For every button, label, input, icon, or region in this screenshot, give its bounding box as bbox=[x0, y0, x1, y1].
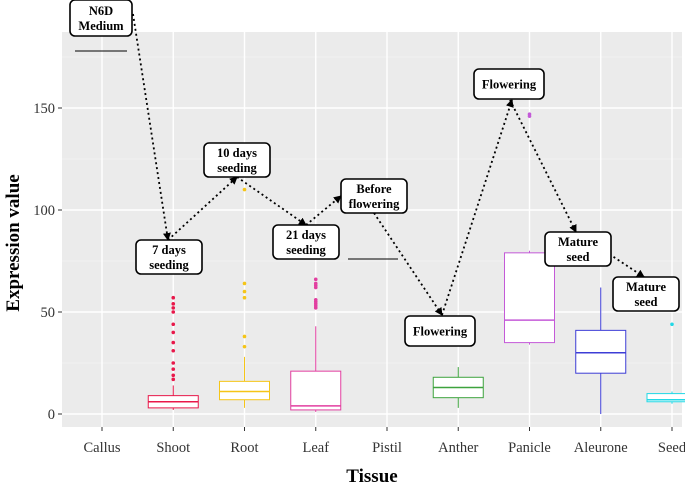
annotation-label: Medium bbox=[78, 19, 124, 33]
x-tick-label: Panicle bbox=[508, 440, 551, 456]
annotation-label: seed bbox=[567, 250, 590, 264]
annotation-label: Before bbox=[356, 182, 392, 196]
x-tick-label: Aleurone bbox=[574, 440, 628, 456]
x-tick-label: Pistil bbox=[372, 440, 402, 456]
outlier-point bbox=[313, 297, 318, 302]
outlier-point bbox=[171, 310, 176, 314]
box-body bbox=[504, 252, 555, 344]
x-axis: Callus Shoot Root Leaf Pistil Anther Panicle Al… bbox=[83, 427, 685, 456]
annotation-label: flowering bbox=[349, 197, 400, 211]
annotation-label: 10 days bbox=[217, 146, 257, 160]
outlier-point bbox=[171, 348, 176, 353]
outlier-point bbox=[171, 330, 176, 335]
annotation-label: seed bbox=[635, 295, 658, 309]
outlier-point bbox=[242, 334, 247, 339]
annotation-label: seeding bbox=[149, 258, 189, 272]
annotation-box bbox=[544, 231, 612, 267]
annotation-box bbox=[135, 239, 203, 275]
outlier-point bbox=[171, 377, 176, 382]
box-aleurone bbox=[575, 287, 627, 414]
box-seed bbox=[646, 322, 685, 404]
box-body bbox=[575, 329, 627, 374]
x-tick-label: Leaf bbox=[302, 440, 329, 456]
y-axis-title: Expression value bbox=[3, 174, 24, 311]
annotation-6: Flowering bbox=[404, 315, 476, 347]
annotation-label: seeding bbox=[217, 161, 257, 175]
connector-arrow bbox=[167, 176, 238, 241]
box-series bbox=[147, 112, 685, 414]
box-shoot bbox=[147, 295, 199, 410]
annotation-box bbox=[473, 68, 545, 100]
outlier-point bbox=[171, 373, 176, 378]
outlier-point bbox=[242, 295, 247, 300]
x-tick-label: Shoot bbox=[156, 440, 190, 456]
y-axis: 0 50 100 150 bbox=[33, 101, 62, 423]
connector-arrow bbox=[373, 212, 443, 316]
outlier-point bbox=[171, 361, 176, 365]
annotation-box bbox=[340, 178, 408, 214]
box-body bbox=[219, 380, 270, 401]
x-tick-label: Root bbox=[230, 440, 258, 456]
box-anther bbox=[432, 367, 484, 408]
annotation-label: 21 days bbox=[286, 228, 326, 242]
box-root bbox=[219, 187, 270, 408]
outlier-point bbox=[171, 340, 176, 345]
y-tick-label: 150 bbox=[33, 101, 55, 117]
outlier-point bbox=[242, 187, 247, 192]
outlier-point bbox=[313, 281, 318, 286]
box-body bbox=[290, 370, 342, 411]
outlier-point bbox=[242, 289, 247, 294]
x-tick-label: Seed bbox=[658, 440, 685, 456]
outlier-point bbox=[171, 367, 176, 371]
outlier-point bbox=[171, 322, 176, 327]
box-panicle bbox=[504, 112, 555, 345]
y-tick-label: 50 bbox=[41, 305, 56, 321]
annotation-label: Flowering bbox=[413, 325, 468, 339]
connector-arrow bbox=[236, 176, 307, 226]
annotation-box bbox=[272, 224, 340, 260]
connector-arrow bbox=[132, 13, 171, 241]
outlier-point bbox=[171, 295, 176, 300]
annotation-label: Flowering bbox=[482, 78, 537, 92]
annotation-box bbox=[404, 315, 476, 347]
annotation-box bbox=[203, 142, 271, 178]
outlier-point bbox=[242, 281, 247, 286]
y-tick-label: 0 bbox=[48, 407, 55, 423]
annotation-label: Mature bbox=[558, 235, 598, 249]
annotation-label: Mature bbox=[626, 280, 666, 294]
outlier-point bbox=[171, 302, 176, 306]
box-leaf bbox=[290, 277, 342, 412]
annotation-box bbox=[69, 0, 133, 37]
x-tick-label: Callus bbox=[83, 440, 120, 456]
box-body bbox=[646, 393, 685, 403]
outlier-point bbox=[171, 306, 176, 310]
y-tick-label: 100 bbox=[33, 203, 55, 219]
x-axis-title: Tissue bbox=[346, 466, 397, 485]
x-tick-label: Anther bbox=[438, 440, 478, 456]
outlier-point bbox=[313, 277, 318, 282]
annotation-label: seeding bbox=[286, 243, 326, 257]
annotation-7: Flowering bbox=[473, 68, 545, 100]
annotation-box bbox=[612, 276, 680, 312]
annotation-label: N6D bbox=[89, 4, 113, 18]
outlier-point bbox=[670, 322, 674, 327]
outlier-point bbox=[527, 112, 532, 116]
outlier-point bbox=[242, 344, 247, 349]
annotation-label: 7 days bbox=[152, 243, 186, 257]
